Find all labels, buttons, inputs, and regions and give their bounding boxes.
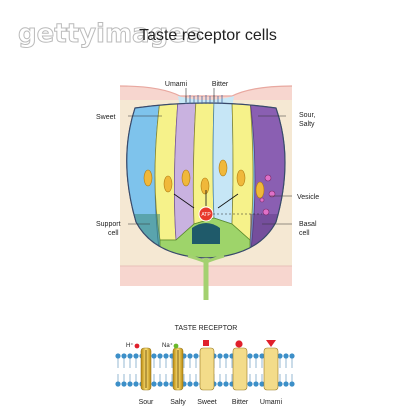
lipid-head bbox=[259, 353, 265, 359]
lipid-head bbox=[283, 381, 289, 387]
label-support-cell-2: cell bbox=[108, 230, 119, 237]
lipid-head bbox=[163, 381, 169, 387]
lipid-head bbox=[253, 353, 259, 359]
taste-bud bbox=[126, 102, 286, 259]
atp-label: ATP bbox=[201, 212, 211, 218]
lipid-head bbox=[187, 353, 193, 359]
lipid-head bbox=[133, 353, 139, 359]
receptor-proteins bbox=[140, 347, 279, 391]
lipid-head bbox=[193, 381, 199, 387]
hydrogen-ion bbox=[134, 343, 140, 349]
receptor-label-sweet: Sweet bbox=[197, 399, 217, 406]
cell-nuclei bbox=[143, 159, 265, 199]
lipid-head bbox=[283, 353, 289, 359]
lipid-head bbox=[157, 353, 163, 359]
receptor-label-umami: Umami bbox=[260, 399, 283, 406]
label-sour-salty-1: Sour, bbox=[299, 112, 315, 119]
ligands: H⁺ Na⁺ bbox=[126, 340, 276, 349]
lipid-head bbox=[289, 381, 295, 387]
receptor-label-bitter: Bitter bbox=[232, 399, 249, 406]
label-bitter: Bitter bbox=[212, 81, 229, 88]
receptor-labels: Sour Salty Sweet Bitter Umami bbox=[139, 399, 283, 406]
sweet-ligand bbox=[203, 340, 209, 346]
label-h-ion: H⁺ bbox=[126, 342, 134, 349]
epithelium-surface bbox=[120, 86, 292, 100]
lipid-head bbox=[121, 353, 127, 359]
lipid-head bbox=[247, 381, 253, 387]
bitter-ligand bbox=[235, 340, 243, 348]
lipid-head bbox=[217, 353, 223, 359]
receptor-cell-right bbox=[231, 103, 254, 241]
lipid-head bbox=[157, 381, 163, 387]
basal-cell-core bbox=[192, 223, 220, 244]
lipid-head bbox=[115, 381, 121, 387]
lipid-head bbox=[247, 353, 253, 359]
receptor-label-salty: Salty bbox=[170, 399, 186, 406]
page-title: Taste receptor cells bbox=[139, 27, 277, 44]
lipid-head bbox=[151, 353, 157, 359]
lipid-head bbox=[277, 381, 283, 387]
label-basal-cell-1: Basal bbox=[299, 221, 317, 228]
lipid-head bbox=[223, 381, 229, 387]
receptor-section-title: TASTE RECEPTOR bbox=[175, 325, 238, 332]
lipid-head bbox=[133, 381, 139, 387]
watermark-text: gettyimages bbox=[18, 19, 201, 49]
vesicles bbox=[259, 174, 276, 216]
lipid-head bbox=[163, 353, 169, 359]
lipid-head bbox=[253, 381, 259, 387]
receptor-umami bbox=[263, 347, 279, 391]
label-basal-cell-2: cell bbox=[299, 230, 310, 237]
receptor-cell-center bbox=[192, 103, 215, 225]
lipid-head bbox=[289, 353, 295, 359]
leader-lines bbox=[128, 88, 292, 225]
lipid-head bbox=[151, 381, 157, 387]
lipid-head bbox=[259, 381, 265, 387]
label-umami: Umami bbox=[165, 81, 188, 88]
receptor-sweet bbox=[199, 347, 215, 391]
lipid-head bbox=[115, 353, 121, 359]
sodium-ion bbox=[173, 343, 179, 349]
lipid-head bbox=[121, 381, 127, 387]
umami-ligand bbox=[266, 340, 276, 347]
nerve-branches bbox=[187, 254, 225, 264]
label-na-ion: Na⁺ bbox=[162, 342, 173, 349]
label-vesicle: Vesicle bbox=[297, 194, 319, 201]
lipid-head bbox=[127, 381, 133, 387]
lipid-head bbox=[127, 353, 133, 359]
label-sour-salty-2: Salty bbox=[299, 121, 315, 128]
lipid-head bbox=[217, 381, 223, 387]
lipid-head bbox=[193, 353, 199, 359]
label-support-cell-1: Support bbox=[96, 221, 121, 228]
atp-signal: ATP bbox=[173, 190, 262, 222]
lipid-head bbox=[223, 353, 229, 359]
receptor-label-sour: Sour bbox=[139, 399, 154, 406]
receptor-bitter bbox=[232, 347, 248, 391]
label-sweet: Sweet bbox=[96, 114, 116, 121]
lipid-head bbox=[277, 353, 283, 359]
lipid-head bbox=[187, 381, 193, 387]
